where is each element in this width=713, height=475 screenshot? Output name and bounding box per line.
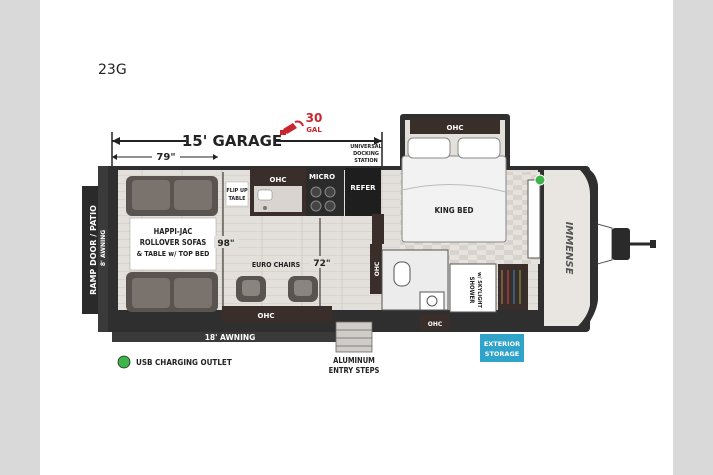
dimension-98: 98" (214, 172, 238, 312)
svg-text:ROLLOVER SOFAS: ROLLOVER SOFAS (140, 238, 207, 247)
shower: SHOWER w/ SKYLIGHT (449, 263, 497, 313)
flip-up-table: FLIP UP TABLE (225, 181, 249, 207)
awning-18: 18' AWNING (112, 332, 338, 342)
ohc-kitchen: OHC (270, 176, 287, 184)
ohc-lower: OHC (222, 306, 332, 322)
svg-text:w/ SKYLIGHT: w/ SKYLIGHT (476, 272, 482, 308)
fuel-nozzle-icon (280, 120, 304, 135)
euro-chairs: EURO CHAIRS (236, 261, 318, 302)
svg-text:STORAGE: STORAGE (485, 350, 519, 358)
svg-text:EURO CHAIRS: EURO CHAIRS (252, 261, 301, 269)
svg-text:ENTRY STEPS: ENTRY STEPS (329, 366, 380, 375)
usb-outlet-icon (534, 174, 546, 186)
garage-label: 15' GARAGE (182, 132, 282, 150)
brand-mark: IMMENSE (563, 222, 574, 275)
entry-steps: ALUMINUM ENTRY STEPS (329, 321, 380, 375)
svg-text:OHC: OHC (374, 261, 381, 276)
svg-text:ALUMINUM: ALUMINUM (333, 356, 375, 365)
svg-text:OHC: OHC (447, 124, 464, 132)
bath-wall: OHC OHC (370, 244, 450, 330)
front-cabinet: IMMENSE (527, 174, 574, 275)
king-bed: KING BED (401, 137, 507, 243)
ramp-door-label: RAMP DOOR / PATIO (89, 205, 98, 295)
wardrobe (498, 264, 528, 310)
svg-text:FLIP UP: FLIP UP (226, 188, 248, 194)
svg-text:72": 72" (313, 259, 330, 269)
usb-legend: USB CHARGING OUTLET (117, 355, 232, 369)
svg-text:& TABLE w/ TOP BED: & TABLE w/ TOP BED (137, 250, 210, 258)
svg-text:79": 79" (156, 152, 175, 163)
svg-text:KING BED: KING BED (434, 206, 473, 215)
exterior-storage: EXTERIOR STORAGE (480, 334, 524, 362)
refer-label: REFER (350, 184, 376, 192)
svg-text:HAPPI-JAC: HAPPI-JAC (154, 227, 193, 236)
svg-text:STATION: STATION (354, 158, 377, 164)
svg-text:18' AWNING: 18' AWNING (205, 333, 256, 342)
docking-station-label: UNIVERSAL DOCKING STATION (350, 144, 382, 164)
garage-dimension: 15' GARAGE (111, 130, 383, 168)
fuel-amount: 30 (306, 111, 323, 125)
ohc-bedroom: OHC (410, 118, 500, 134)
svg-text:OHC: OHC (428, 321, 443, 328)
micro-label: MICRO (309, 173, 335, 181)
usb-legend-label: USB CHARGING OUTLET (136, 358, 232, 367)
usb-legend-icon (117, 355, 131, 369)
svg-text:98": 98" (217, 239, 234, 249)
nightstand (372, 214, 384, 244)
svg-text:OHC: OHC (258, 312, 275, 320)
svg-text:SHOWER: SHOWER (468, 277, 475, 305)
fuel-indicator: 30 GAL (280, 111, 322, 135)
svg-text:EXTERIOR: EXTERIOR (484, 340, 520, 348)
kitchen-counter: OHC MICRO REFER (250, 168, 381, 216)
dimension-72: 72" (310, 218, 334, 306)
model-name: 23G (98, 62, 127, 78)
fuel-unit: GAL (306, 126, 322, 134)
svg-text:DOCKING: DOCKING (353, 151, 379, 157)
dimension-79: 79" (112, 150, 218, 163)
svg-text:TABLE: TABLE (228, 196, 246, 202)
awning-8-label: 8' AWNING (100, 230, 107, 266)
svg-text:UNIVERSAL: UNIVERSAL (350, 144, 382, 150)
ramp-door: RAMP DOOR / PATIO 8' AWNING (82, 166, 108, 332)
rollover-sofas: HAPPI-JAC ROLLOVER SOFAS & TABLE w/ TOP … (126, 176, 218, 312)
